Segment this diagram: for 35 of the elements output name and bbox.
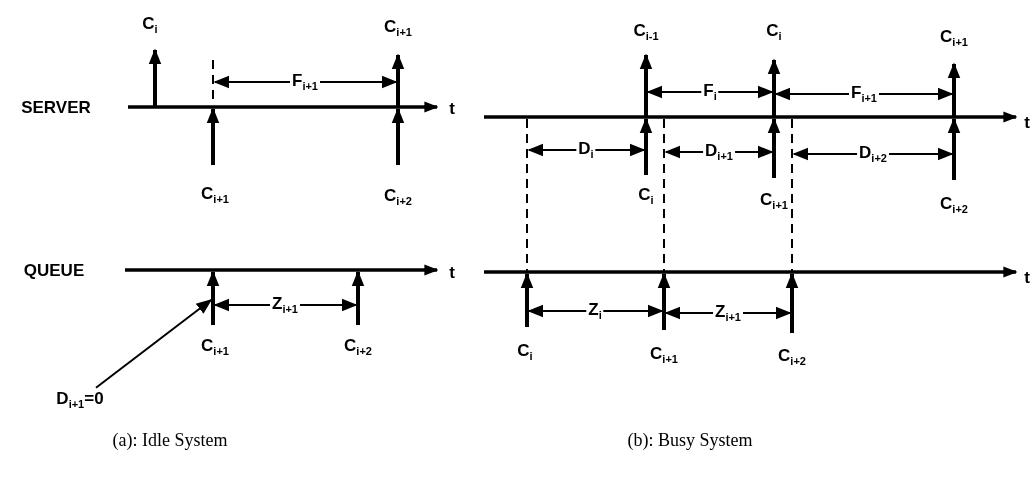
axis-label: t xyxy=(1024,113,1030,131)
axis-label: t xyxy=(449,263,455,281)
event-label: C$_{i+2}$ xyxy=(778,346,806,368)
dimension-label: Z$_{i+1}$ xyxy=(713,302,743,324)
event-label: C$_{i+1}$ xyxy=(760,190,788,212)
dimension-label: D$_{i+2}$ xyxy=(857,143,889,165)
caption: (a): Idle System xyxy=(112,431,228,449)
axis-label: t xyxy=(449,99,455,117)
axis-label: SERVER xyxy=(21,98,91,116)
event-label: C$_{i}$ xyxy=(142,14,158,36)
dimension-label: D$_{i}$ xyxy=(576,139,596,161)
dimension-label: F$_{i+1}$ xyxy=(849,83,879,105)
callout-text: D$_{i+1}$=0 xyxy=(56,389,104,411)
dimension-label: F$_{i+1}$ xyxy=(290,71,320,93)
event-label: C$_{i}$ xyxy=(766,21,782,43)
event-label: C$_{i+1}$ xyxy=(201,184,229,206)
dimension-label: Z$_{i}$ xyxy=(586,300,604,322)
event-label: C$_{i}$ xyxy=(517,341,533,363)
dimension-label: F$_{i}$ xyxy=(701,81,719,103)
caption: (b): Busy System xyxy=(627,431,753,449)
event-arrow xyxy=(206,270,220,325)
event-label: C$_{i-1}$ xyxy=(633,21,659,43)
event-label: C$_{i+2}$ xyxy=(384,186,412,208)
axis-label: t xyxy=(1024,268,1030,286)
event-label: C$_{i+2}$ xyxy=(344,336,372,358)
dimension-label: D$_{i+1}$ xyxy=(703,141,735,163)
event-label: C$_{i+1}$ xyxy=(940,27,968,49)
event-label: C$_{i}$ xyxy=(638,185,654,207)
event-label: C$_{i+1}$ xyxy=(650,344,678,366)
event-label: C$_{i+1}$ xyxy=(201,336,229,358)
event-label: C$_{i+1}$ xyxy=(384,17,412,39)
leader-line xyxy=(95,299,213,389)
axis-label: QUEUE xyxy=(23,261,85,279)
dimension-label: Z$_{i+1}$ xyxy=(270,294,300,316)
event-label: C$_{i+2}$ xyxy=(940,194,968,216)
